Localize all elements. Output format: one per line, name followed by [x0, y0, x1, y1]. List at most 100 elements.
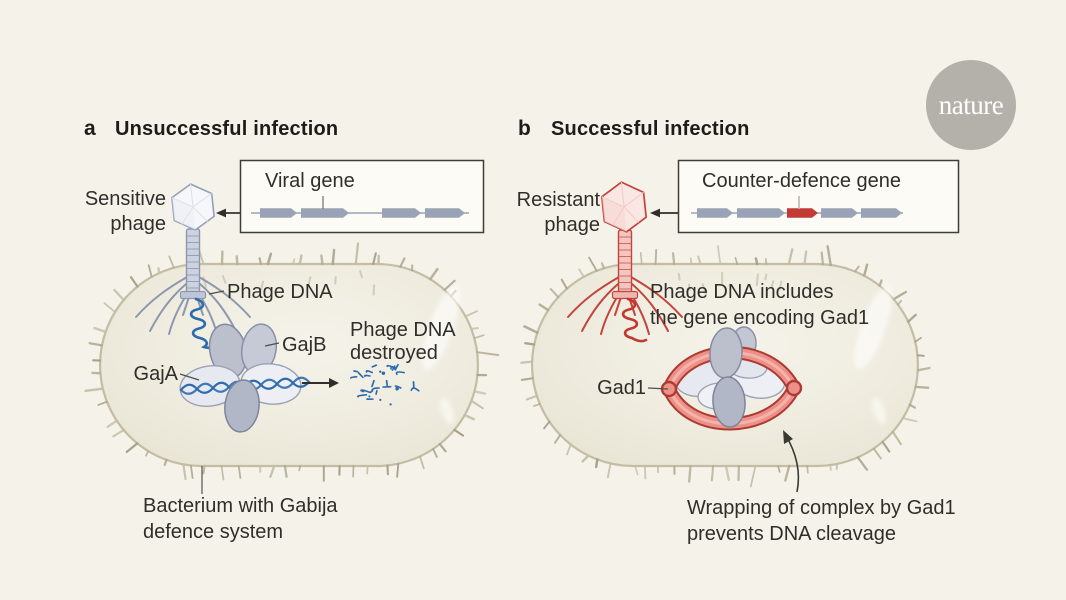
pilus: [520, 360, 534, 364]
pilus: [438, 443, 447, 453]
pilus: [853, 265, 860, 273]
dna-fragment: [363, 374, 371, 378]
art-shape: [601, 182, 644, 226]
gaja-label: GajA: [133, 363, 178, 385]
panel-a-tag: a: [84, 117, 96, 140]
pilus: [914, 385, 930, 389]
pilus: [749, 465, 757, 488]
pilus: [908, 403, 916, 409]
gad1-label: Gad1: [597, 377, 646, 399]
pilus: [689, 257, 693, 265]
art-shape: [567, 276, 620, 318]
pilus: [872, 447, 882, 460]
dna-fragment: [365, 369, 373, 374]
art-shape: [216, 208, 226, 218]
panel-b-title: Successful infection: [551, 118, 750, 140]
pilus: [418, 455, 425, 470]
pilus: [543, 420, 551, 430]
dna-fragment: [379, 398, 382, 401]
gene-segment: [260, 208, 297, 218]
dna-fragment: [369, 389, 374, 394]
pilus: [856, 456, 869, 471]
pilus: [754, 257, 759, 266]
dna-fragment: [394, 363, 399, 370]
pilus: [258, 257, 262, 266]
gabija-complex: [179, 323, 311, 433]
bacterium-a-gloss: [422, 286, 460, 370]
pilus: [906, 313, 917, 323]
label-line: Bacterium with Gabija: [143, 495, 338, 517]
gene-segment: [382, 208, 421, 218]
phage-b-baseplate: [611, 290, 639, 300]
pilus: [538, 303, 550, 312]
inner-pilus-texture: [677, 272, 681, 281]
label-line: Phage DNA includes: [650, 281, 834, 303]
phage-a-tail-rings: [187, 235, 199, 289]
sensitive-phage-label: Sensitive phage: [58, 187, 166, 237]
dna-fragment: [353, 370, 359, 373]
pilus: [826, 245, 832, 267]
pilus: [220, 465, 225, 481]
resistant-phage-label: Resistant phage: [492, 188, 600, 238]
phage-a-head: [171, 183, 215, 231]
nature-logo-text: nature: [938, 89, 1004, 120]
pilus: [820, 251, 824, 266]
dna-fragment: [379, 370, 382, 373]
nature-logo: nature: [926, 60, 1016, 150]
pilus: [428, 267, 439, 281]
inner-pilus-texture: [770, 280, 775, 288]
bacterium-b-pili: [520, 245, 931, 488]
label-line: Resistant: [516, 189, 600, 211]
counter-defence-gene-box: [677, 159, 960, 234]
pilus: [147, 264, 153, 278]
pilus: [734, 256, 738, 265]
pilus: [443, 279, 456, 291]
pilus: [688, 464, 692, 483]
pilus: [897, 299, 902, 306]
phage-dna-label-b: Phage DNA includes the gene encoding Gad…: [650, 280, 869, 331]
pilus: [606, 462, 612, 479]
dna-fragment: [368, 395, 371, 398]
art-shape: [785, 379, 803, 397]
dna-fragment: [357, 372, 364, 379]
art-shape: [630, 276, 683, 318]
cleavage-arrow: [302, 378, 339, 388]
art-shape: [329, 378, 339, 388]
label-line: Wrapping of complex by Gad1: [687, 497, 956, 519]
pilus: [463, 413, 475, 421]
inner-pilus-texture: [701, 283, 707, 296]
pilus: [878, 279, 883, 287]
inner-pilus-texture: [688, 283, 691, 291]
dna-fragment: [371, 379, 375, 388]
pilus: [473, 334, 485, 340]
pilus: [892, 290, 907, 301]
caption-b: Wrapping of complex by Gad1 prevents DNA…: [687, 496, 956, 547]
pilus: [354, 242, 360, 266]
pilus: [292, 258, 296, 265]
inner-pilus-texture: [307, 276, 312, 285]
pilus: [787, 248, 794, 266]
label-line: destroyed: [350, 342, 438, 364]
pilus: [113, 288, 125, 302]
pilus: [106, 419, 118, 429]
bacterium-b-gloss: [854, 286, 892, 370]
pilus: [724, 464, 730, 482]
pilus: [386, 464, 390, 476]
pilus: [560, 278, 568, 290]
pilus: [578, 268, 585, 278]
dna-fragment: [361, 389, 365, 393]
pilus: [396, 462, 400, 478]
phage-b-tail-rings: [619, 236, 631, 290]
pilus: [235, 255, 239, 266]
pilus: [202, 464, 206, 475]
panel-a-title: Unsuccessful infection: [115, 118, 339, 140]
art-shape: [581, 283, 619, 332]
pilus: [716, 245, 722, 265]
pilus: [916, 354, 925, 357]
viral-gene-segments: [260, 208, 465, 218]
gene-segment: [301, 208, 349, 218]
pilus: [283, 464, 288, 478]
pilus: [634, 465, 639, 476]
